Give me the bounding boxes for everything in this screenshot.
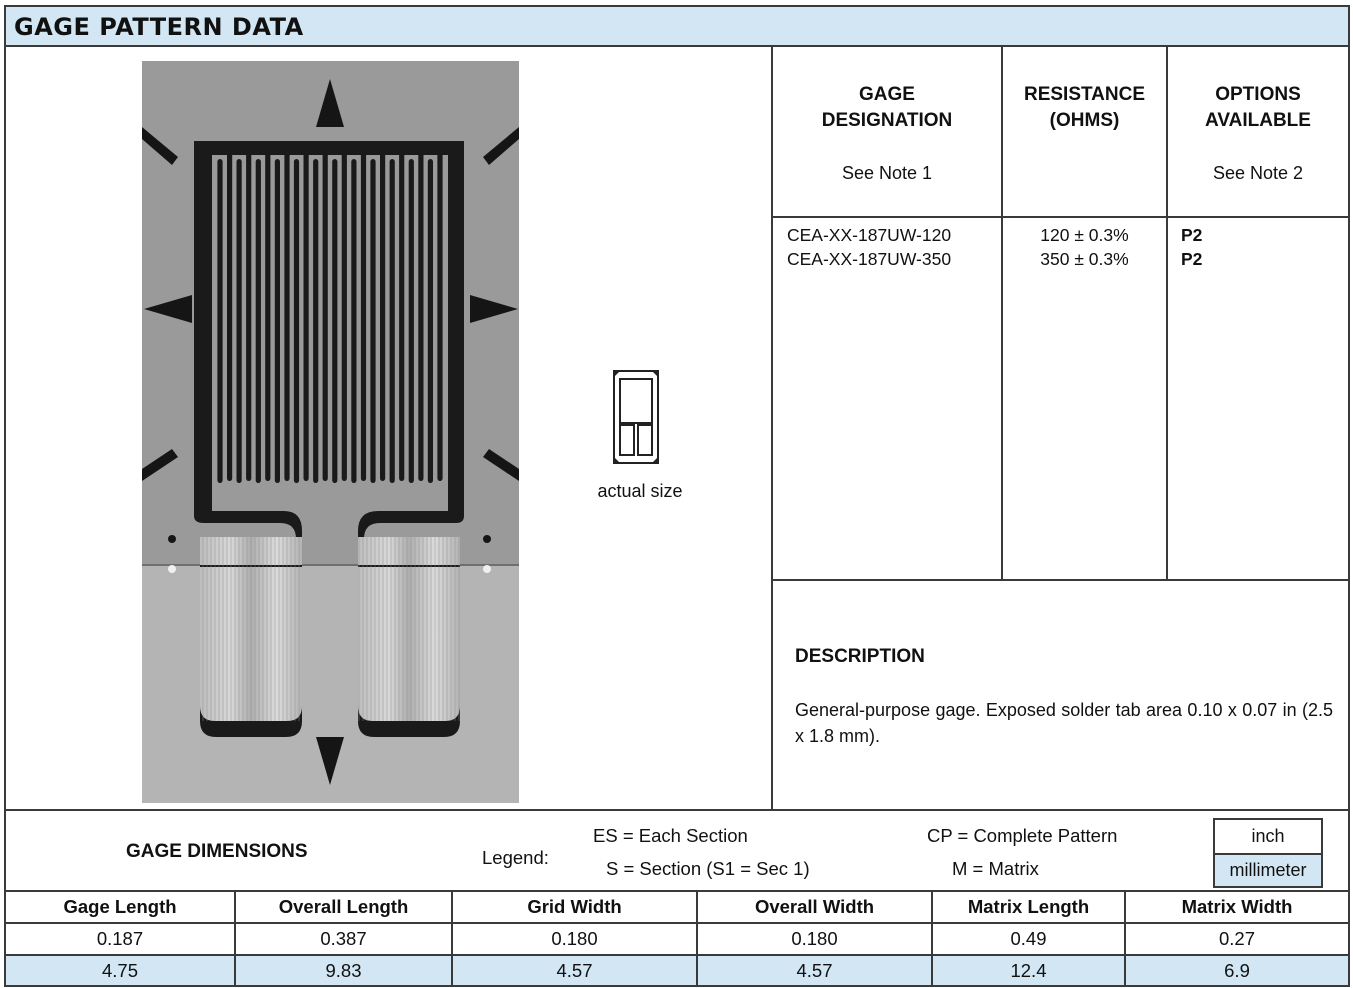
divider-col-2	[1166, 45, 1168, 581]
legend-label: Legend:	[482, 847, 549, 868]
gage-dimensions-title: GAGE DIMENSIONS	[126, 841, 308, 862]
unit-inch: inch	[1215, 820, 1321, 855]
resistance-cell: 120 ± 0.3% 350 ± 0.3%	[1003, 223, 1166, 271]
header-resistance: RESISTANCE (OHMS)	[1023, 84, 1146, 131]
note-1: See Note 1	[841, 163, 933, 183]
mm-matrix-length: 12.4	[931, 954, 1126, 985]
col-gage-length: Gage Length	[6, 890, 236, 924]
dimensions-mm-row: 4.75 9.83 4.57 4.57 12.4 6.9	[6, 954, 1348, 985]
description-title: DESCRIPTION	[795, 646, 925, 667]
mm-gage-length: 4.75	[6, 954, 236, 985]
inch-matrix-length: 0.49	[931, 922, 1126, 956]
divider-dimensions	[6, 809, 1348, 811]
divider-description	[771, 579, 1348, 581]
resistance-350: 350 ± 0.3%	[1040, 249, 1129, 269]
divider-photo-table	[771, 45, 773, 811]
col-matrix-length: Matrix Length	[931, 890, 1126, 924]
resistance-120: 120 ± 0.3%	[1040, 225, 1129, 245]
gage-pattern-sheet: GAGE PATTERN DATA	[4, 5, 1350, 987]
col-matrix-width: Matrix Width	[1124, 890, 1348, 924]
legend-m: M = Matrix	[952, 858, 1039, 879]
page-title: GAGE PATTERN DATA	[14, 13, 304, 41]
actual-size-label: actual size	[597, 481, 683, 501]
unit-millimeter: millimeter	[1215, 855, 1321, 886]
options-cell: P2 P2	[1181, 223, 1202, 271]
unit-key: inch millimeter	[1213, 818, 1323, 888]
gage-designation-350[interactable]: CEA-XX-187UW-350	[787, 249, 952, 269]
option-120: P2	[1181, 225, 1203, 245]
mm-grid-width: 4.57	[451, 954, 698, 985]
col-overall-length: Overall Length	[234, 890, 453, 924]
mm-overall-width: 4.57	[696, 954, 933, 985]
title-bar: GAGE PATTERN DATA	[6, 7, 1348, 47]
col-overall-width: Overall Width	[696, 890, 933, 924]
actual-size-gage-icon	[613, 370, 659, 464]
inch-matrix-width: 0.27	[1124, 922, 1348, 956]
legend-cp: CP = Complete Pattern	[927, 825, 1118, 846]
mm-overall-length: 9.83	[234, 954, 453, 985]
col-grid-width: Grid Width	[451, 890, 698, 924]
inch-grid-width: 0.180	[451, 922, 698, 956]
legend-s: S = Section (S1 = Sec 1)	[606, 858, 810, 879]
divider-col-1	[1001, 45, 1003, 581]
divider-header-row	[771, 216, 1348, 218]
option-350: P2	[1181, 249, 1203, 269]
inch-overall-width: 0.180	[696, 922, 933, 956]
dimensions-header-row: Gage Length Overall Length Grid Width Ov…	[6, 890, 1348, 924]
mm-matrix-width: 6.9	[1124, 954, 1348, 985]
dimensions-table: Gage Length Overall Length Grid Width Ov…	[6, 890, 1348, 985]
header-gage-designation: GAGE DESIGNATION	[821, 84, 953, 131]
legend-es: ES = Each Section	[593, 825, 748, 846]
gage-designation-120[interactable]: CEA-XX-187UW-120	[787, 225, 952, 245]
inch-overall-length: 0.387	[234, 922, 453, 956]
inch-gage-length: 0.187	[6, 922, 236, 956]
note-2: See Note 2	[1212, 163, 1304, 183]
dimensions-inch-row: 0.187 0.387 0.180 0.180 0.49 0.27	[6, 922, 1348, 956]
gage-designation-cell: CEA-XX-187UW-120 CEA-XX-187UW-350	[787, 223, 951, 271]
header-options-available: OPTIONS AVAILABLE	[1205, 84, 1311, 131]
gage-pattern-photo	[142, 61, 519, 803]
description-text: General-purpose gage. Exposed solder tab…	[795, 700, 1333, 746]
